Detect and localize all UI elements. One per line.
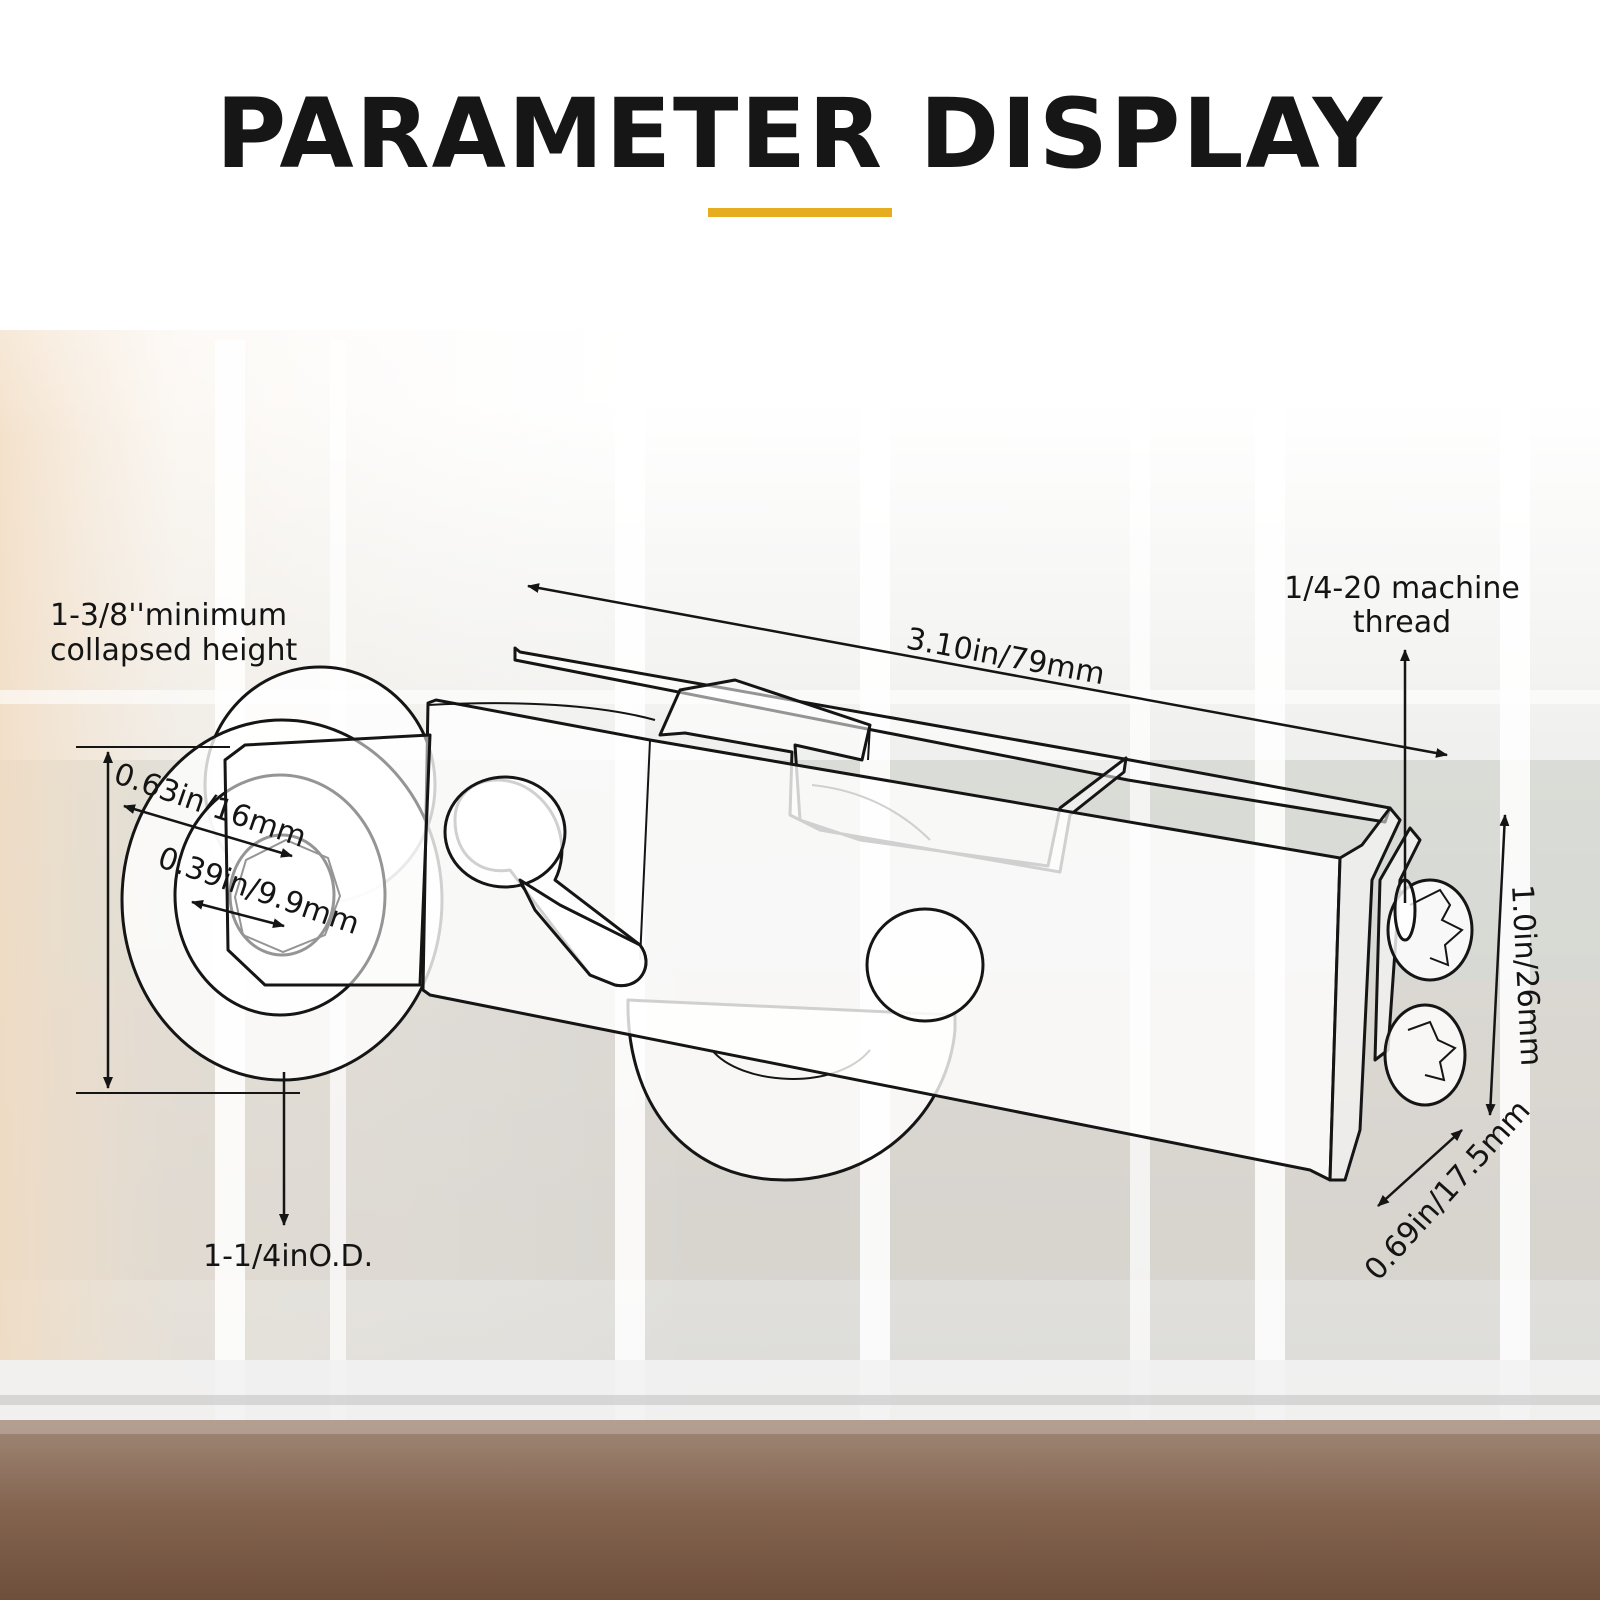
title-underline [708,208,892,217]
length-dimension-line [527,583,1448,758]
axle-hole-dimension-line [191,899,285,929]
adjustment-screw-top [1386,878,1474,982]
wheel-width-dimension-line [123,804,293,858]
thread-label-line2: thread [1353,605,1451,640]
collapsed-height-label-line1: 1-3/8''minimum [50,598,287,633]
end-bracket [1328,806,1402,1182]
outer-diameter-label: 1-1/4inO.D. [203,1239,373,1274]
length-label: 3.10in/79mm [904,621,1108,692]
thread-label-line1: 1/4-20 machine [1284,571,1520,606]
collapsed-height-label-line2: collapsed height [50,633,297,668]
side-bracket [223,733,432,987]
depth-label: 0.69in/17.5mm [1358,1093,1538,1287]
height-label: 1.0in/26mm [1504,884,1548,1067]
mounting-hole [865,907,985,1023]
depth-dimension-line [1377,1129,1463,1207]
page-title: PARAMETER DISPLAY [215,78,1385,190]
adjustment-screw-bottom [1383,1003,1467,1107]
height-dimension-line [1485,814,1510,1116]
